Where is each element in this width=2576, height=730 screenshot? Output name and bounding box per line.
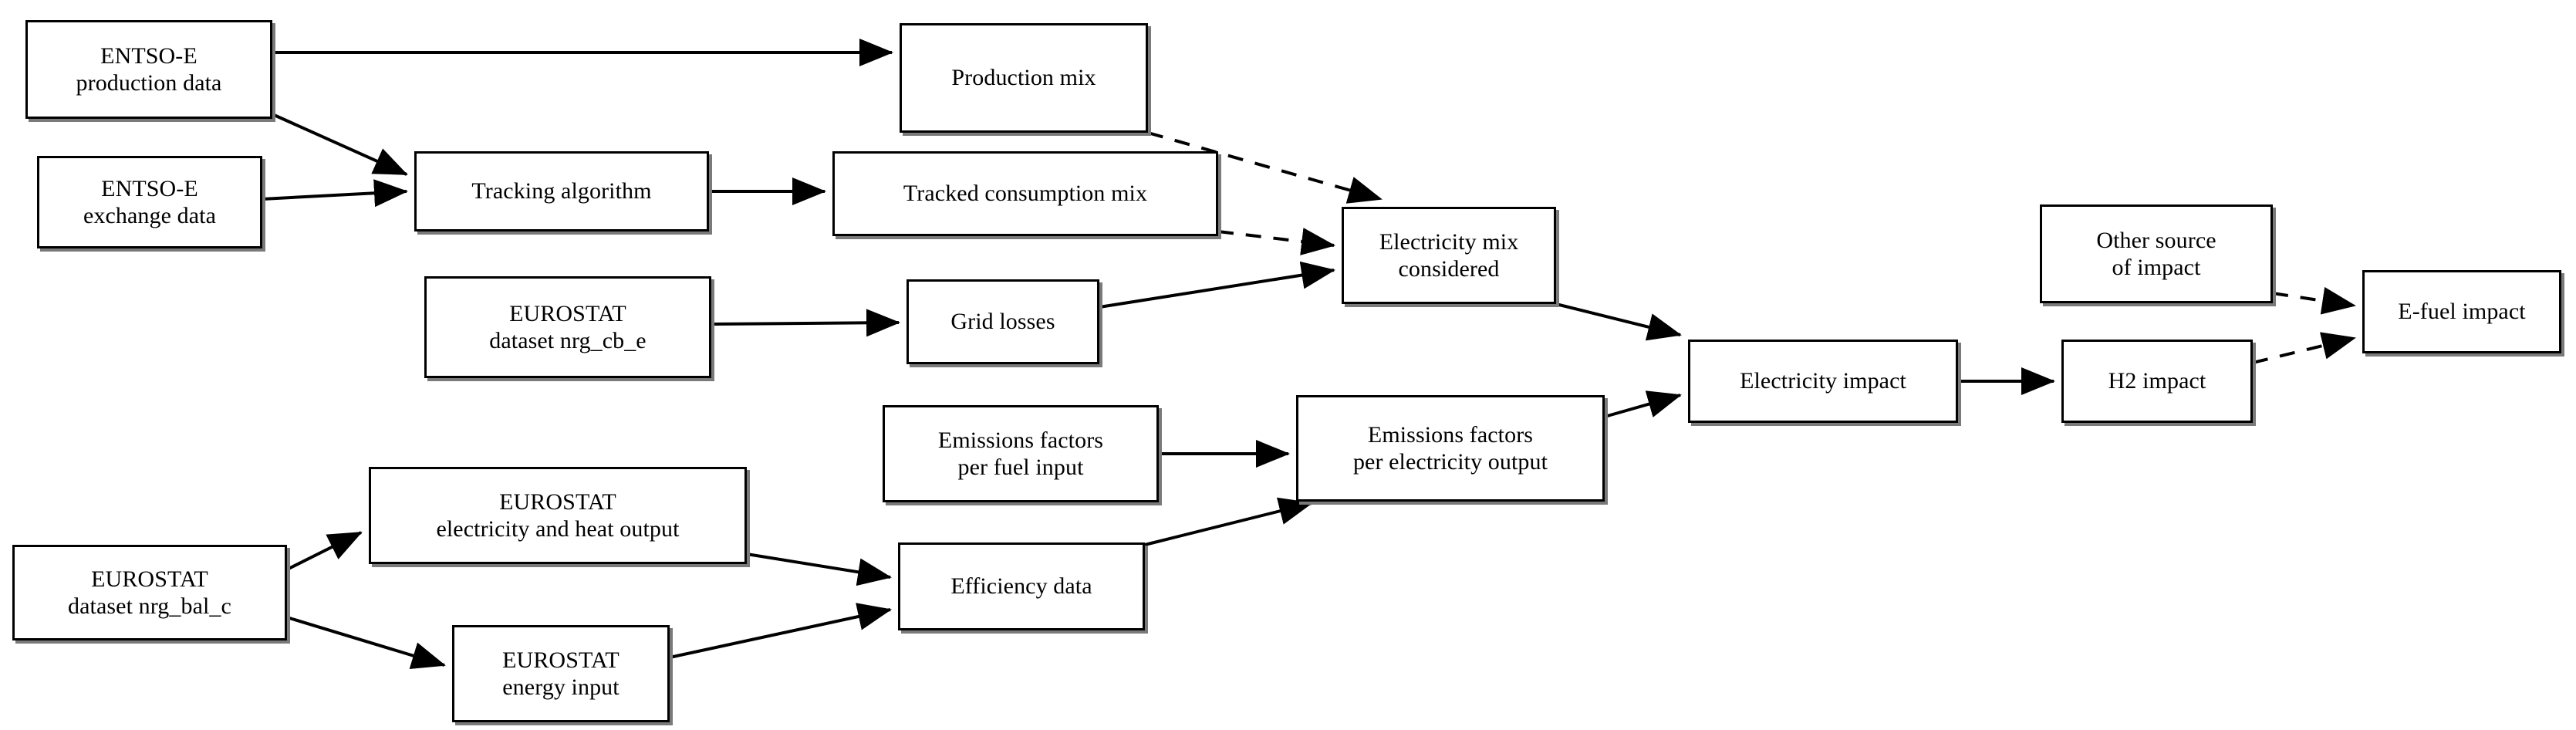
- node-label: ENTSO-E exchange data: [83, 175, 217, 228]
- node-label: EUROSTAT dataset nrg_bal_c: [68, 566, 231, 619]
- node-label: Grid losses: [950, 309, 1055, 335]
- node-entsoe_exchange[interactable]: ENTSO-E exchange data: [37, 156, 262, 248]
- node-eurostat_nrg_bal_c[interactable]: EUROSTAT dataset nrg_bal_c: [12, 545, 287, 640]
- node-label: Other source of impact: [2096, 227, 2216, 280]
- node-tracked_consumption[interactable]: Tracked consumption mix: [832, 151, 1218, 236]
- node-label: H2 impact: [2108, 368, 2206, 394]
- node-label: Tracked consumption mix: [903, 181, 1148, 207]
- node-label: ENTSO-E production data: [76, 42, 222, 96]
- node-label: EUROSTAT dataset nrg_cb_e: [489, 300, 647, 353]
- node-tracking_algorithm[interactable]: Tracking algorithm: [414, 151, 709, 232]
- node-h2_impact[interactable]: H2 impact: [2061, 340, 2253, 423]
- node-production_mix[interactable]: Production mix: [900, 23, 1148, 133]
- node-label: EUROSTAT energy input: [502, 647, 620, 700]
- node-efficiency_data[interactable]: Efficiency data: [898, 542, 1145, 630]
- node-entsoe_production[interactable]: ENTSO-E production data: [25, 20, 272, 119]
- edge-eurostat_nrg_bal_c-to-eurostat_energy_in: [286, 616, 446, 670]
- node-eurostat_energy_in[interactable]: EUROSTAT energy input: [452, 625, 670, 722]
- edge-other_source-to-efuel_impact: [2272, 286, 2356, 315]
- node-label: Electricity impact: [1740, 368, 1906, 394]
- edge-h2_impact-to-efuel_impact: [2252, 332, 2356, 364]
- node-other_source[interactable]: Other source of impact: [2040, 204, 2273, 303]
- edge-emissions_elec-to-electricity_impact: [1604, 390, 1682, 418]
- node-eurostat_nrg_cb_e[interactable]: EUROSTAT dataset nrg_cb_e: [424, 276, 711, 378]
- edge-eurostat_elec_heat-to-efficiency_data: [746, 553, 892, 586]
- edge-production_mix-to-electricity_mix: [1147, 131, 1383, 204]
- node-electricity_mix[interactable]: Electricity mix considered: [1342, 207, 1556, 304]
- edge-electricity_mix-to-electricity_impact: [1555, 302, 1682, 341]
- edge-entsoe_production-to-tracking_algorithm: [272, 113, 408, 176]
- edge-eurostat_nrg_cb_e-to-grid_losses: [711, 309, 900, 337]
- node-electricity_impact[interactable]: Electricity impact: [1688, 340, 1958, 423]
- edge-tracked_consumption-to-electricity_mix: [1217, 228, 1335, 255]
- node-emissions_fuel[interactable]: Emissions factors per fuel input: [883, 405, 1159, 502]
- node-label: Emissions factors per electricity output: [1352, 421, 1548, 475]
- node-label: Tracking algorithm: [471, 178, 652, 204]
- node-eurostat_elec_heat[interactable]: EUROSTAT electricity and heat output: [369, 467, 747, 564]
- node-efuel_impact[interactable]: E-fuel impact: [2362, 270, 2561, 353]
- node-grid_losses[interactable]: Grid losses: [906, 279, 1099, 364]
- edge-eurostat_energy_in-to-efficiency_data: [669, 603, 892, 659]
- node-label: Emissions factors per fuel input: [937, 427, 1104, 480]
- node-label: Electricity mix considered: [1379, 228, 1519, 282]
- node-emissions_elec[interactable]: Emissions factors per electricity output: [1296, 395, 1605, 502]
- node-label: E-fuel impact: [2398, 299, 2526, 325]
- node-label: Efficiency data: [950, 573, 1092, 600]
- edge-entsoe_exchange-to-tracking_algorithm: [262, 179, 408, 208]
- edge-efficiency_data-to-emissions_elec: [1144, 497, 1313, 546]
- node-label: EUROSTAT electricity and heat output: [436, 488, 680, 542]
- edge-grid_losses-to-electricity_mix: [1099, 261, 1335, 309]
- node-label: Production mix: [951, 65, 1096, 91]
- edge-eurostat_nrg_bal_c-to-eurostat_elec_heat: [286, 531, 363, 571]
